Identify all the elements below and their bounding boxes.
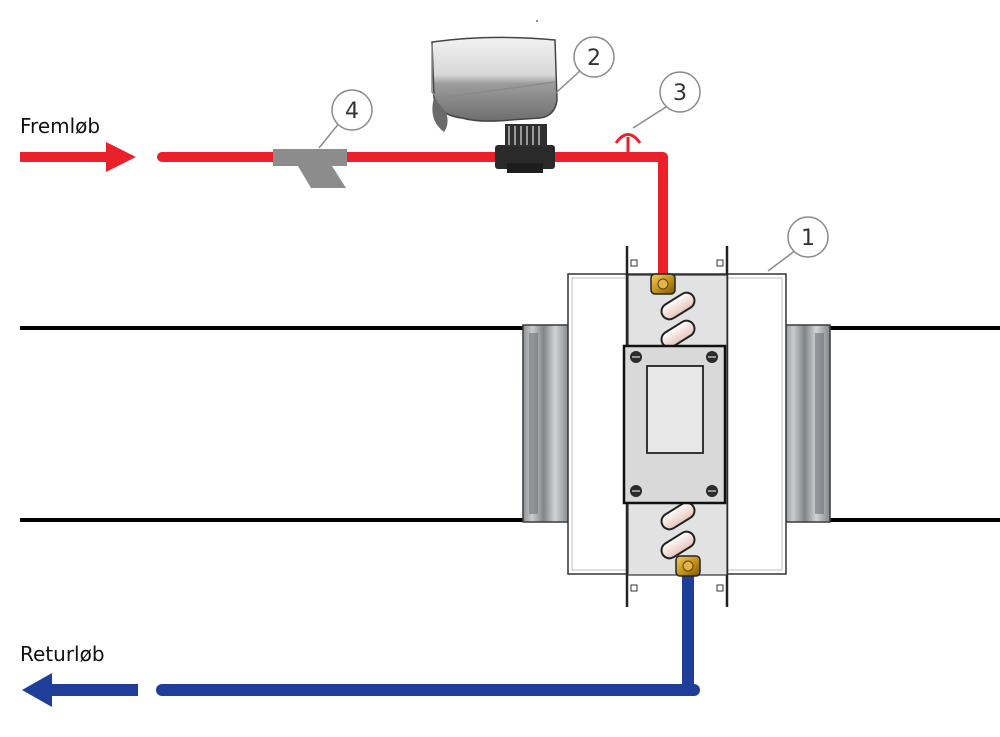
supply-arrow bbox=[20, 142, 136, 172]
return-arrow bbox=[22, 673, 138, 707]
callout-strainer: 4 bbox=[331, 89, 373, 131]
callout-heater: 1 bbox=[787, 216, 829, 258]
return-connection-icon bbox=[675, 555, 701, 577]
callout-air-vent-number: 3 bbox=[673, 81, 687, 106]
callout-actuator-number: 2 bbox=[587, 46, 601, 71]
screw-top-right-icon bbox=[706, 351, 718, 363]
callout-strainer-number: 4 bbox=[345, 99, 359, 124]
screw-bottom-left-icon bbox=[630, 485, 642, 497]
valve-actuator-icon bbox=[431, 20, 558, 173]
screw-top-left-icon bbox=[630, 351, 642, 363]
air-vent-icon bbox=[614, 133, 642, 152]
return-pipe bbox=[156, 572, 700, 696]
duct-heater bbox=[522, 246, 831, 607]
strainer-icon bbox=[273, 149, 347, 188]
screw-bottom-right-icon bbox=[706, 485, 718, 497]
return-label: Returløb bbox=[20, 642, 105, 666]
supply-connection-icon bbox=[650, 273, 676, 295]
air-duct bbox=[20, 326, 1000, 522]
supply-pipe bbox=[157, 152, 668, 276]
supply-label: Fremløb bbox=[20, 114, 100, 138]
callout-actuator: 2 bbox=[573, 36, 615, 78]
callout-heater-number: 1 bbox=[801, 226, 815, 251]
callout-leaders bbox=[318, 69, 797, 272]
callout-air-vent: 3 bbox=[659, 71, 701, 113]
